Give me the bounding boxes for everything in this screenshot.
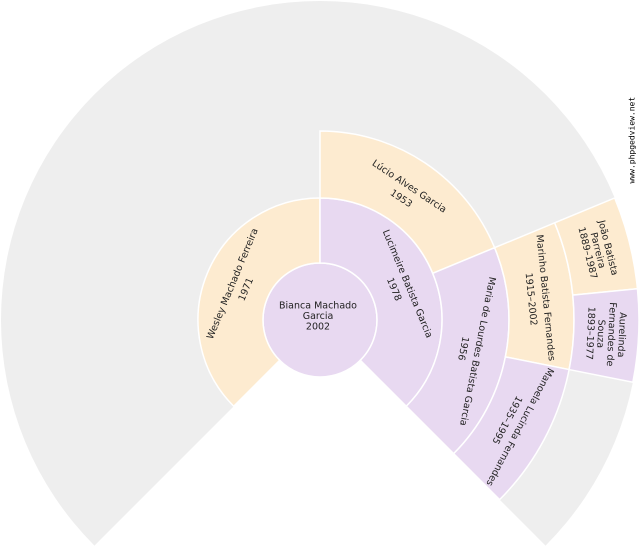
person-mm-father[interactable]: Marinho Batista Fernandes1915–2002 [493, 221, 575, 371]
person-mother-father[interactable]: Lúcio Alves Garcia1953 [319, 130, 496, 275]
person-mother-mother[interactable]: Maria de Lourdes Batista Garcia1956 [405, 246, 510, 455]
person-cell[interactable] [568, 287, 640, 384]
person-cell[interactable] [197, 197, 321, 408]
person-father[interactable]: Wesley Machado Ferreira1971 [197, 197, 321, 408]
person-dates: 1915–2002 [523, 272, 539, 326]
person-mmf-mother[interactable]: AurelindaFernandes deSouza1893–1977 [568, 287, 640, 384]
person-name: Fernandes de [604, 302, 618, 367]
person-name: Souza [594, 319, 606, 348]
person-cell[interactable] [452, 355, 571, 501]
person-name: Bianca Machado [279, 301, 357, 312]
person-label: AurelindaFernandes deSouza1893–1977 [583, 301, 629, 367]
person-name: Aurelinda [615, 312, 628, 358]
watermark-text: www.phpgedview.net [627, 96, 637, 184]
person-dates: 1956 [455, 335, 471, 361]
watermark: www.phpgedview.net [626, 95, 638, 185]
person-mother[interactable]: Lucimeire Batista Garcia1978 [319, 197, 443, 408]
person-dates: 1893–1977 [583, 306, 597, 360]
person-dates: 2002 [306, 322, 330, 333]
person-name: Garcia [303, 311, 334, 322]
person-mm-mother[interactable]: Manoela Lucinda Fernandes1935–1995 [452, 355, 571, 501]
